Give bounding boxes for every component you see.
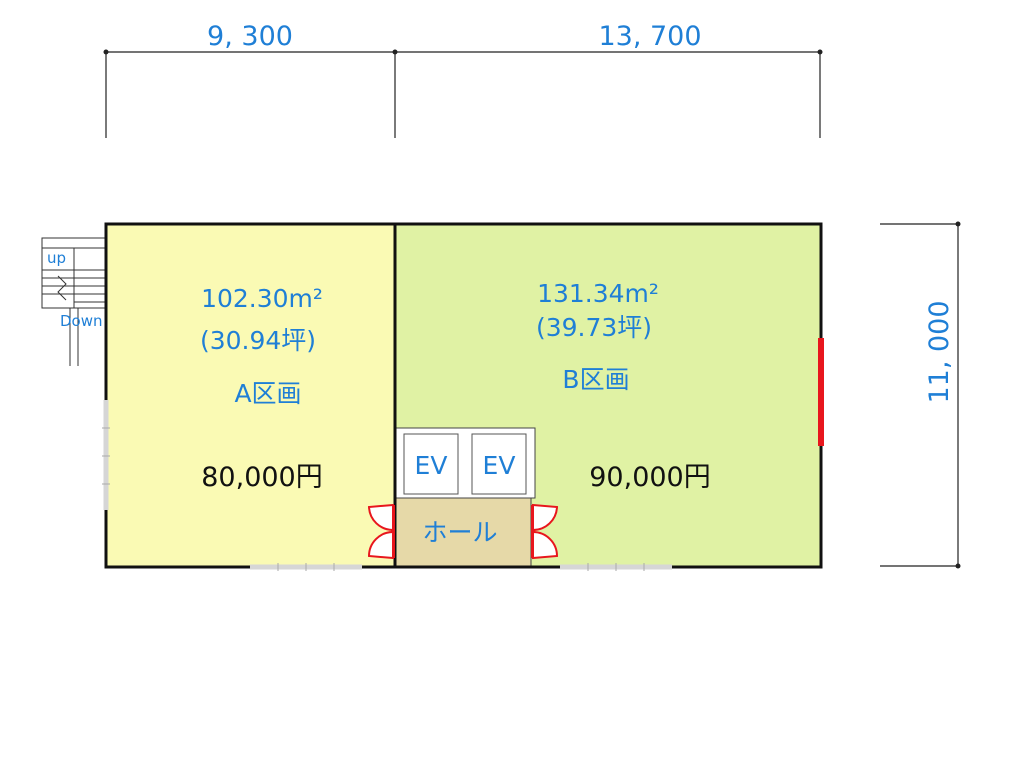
- hall-door-right: [531, 503, 559, 560]
- dimension-dot: [817, 49, 823, 55]
- section-b-name: B区画: [562, 365, 629, 394]
- dimension-dot: [392, 49, 398, 55]
- dimension-dot: [103, 49, 109, 55]
- section-a-price: 80,000円: [201, 462, 322, 493]
- right-dimension-lines: [880, 223, 959, 567]
- dimension-depth: 11, 000: [924, 300, 955, 403]
- section-a-area: 102.30m²: [201, 284, 323, 313]
- elevator-car: [403, 433, 459, 495]
- hall-area: [394, 497, 532, 568]
- section-b-price: 90,000円: [589, 462, 710, 493]
- elevator-label: EV: [483, 451, 516, 480]
- staircase: [41, 237, 107, 366]
- elevator-car: [471, 433, 527, 495]
- dimension-dot: [955, 563, 961, 569]
- dimension-dot: [955, 221, 961, 227]
- section-a-name: A区画: [234, 379, 301, 408]
- section-b-tsubo: (39.73坪): [536, 313, 652, 342]
- section-a-room: [106, 224, 395, 567]
- stairs-up-label: up: [47, 249, 66, 267]
- dimension-width-a: 9, 300: [207, 21, 293, 52]
- section-a-tsubo: (30.94坪): [200, 326, 316, 355]
- stairs-down-label: Down: [60, 312, 103, 330]
- elevator-label: EV: [415, 451, 448, 480]
- window-ticks: [102, 427, 645, 571]
- dimension-width-b: 13, 700: [598, 21, 701, 52]
- top-dimension-lines: [105, 51, 821, 138]
- hall-door-left: [367, 503, 395, 560]
- hall-label: ホール: [422, 518, 497, 547]
- section-b-area: 131.34m²: [537, 279, 659, 308]
